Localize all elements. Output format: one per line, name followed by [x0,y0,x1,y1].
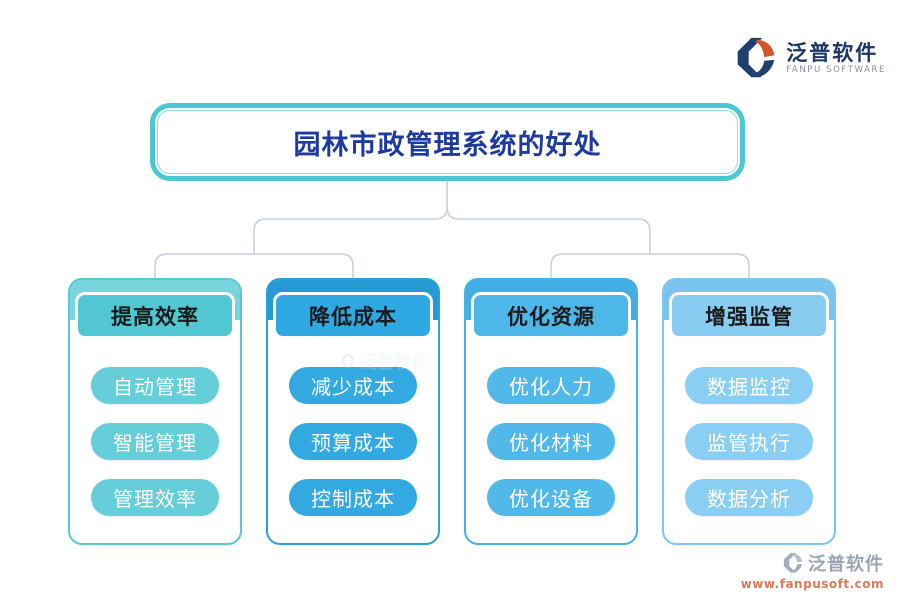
benefit-group-efficiency: 提高效率 自动管理 智能管理 管理效率 [68,278,242,545]
benefit-node: 智能管理 [91,423,219,460]
page-title: 园林市政管理系统的好处 [293,129,602,161]
benefit-node: 优化材料 [487,423,615,460]
group-header: 优化资源 [471,292,631,339]
group-header-label: 优化资源 [507,303,595,329]
group-header-label: 提高效率 [111,303,199,329]
footer-url: www.fanpusoft.com [740,577,884,591]
group-header-label: 降低成本 [309,303,397,329]
benefit-group-supervision: 增强监管 数据监控 监管执行 数据分析 [662,278,836,545]
brand-subtitle: FANPU SOFTWARE [786,64,886,75]
benefit-node: 管理效率 [91,479,219,516]
benefit-node: 优化设备 [487,479,615,516]
group-header: 提高效率 [75,292,235,339]
footer-watermark: 泛普软件 www.fanpusoft.com [741,550,884,591]
benefit-node: 控制成本 [289,479,417,516]
connector-right-l1 [446,181,651,255]
brand-name: 泛普软件 [786,40,879,65]
benefit-node: 数据分析 [685,479,813,516]
group-header-label: 增强监管 [705,303,793,329]
fanpu-logo-icon-gray [783,552,803,573]
benefit-node: 优化人力 [487,367,615,404]
footer-brand-name: 泛普软件 [808,554,884,575]
benefit-node: 数据监控 [685,367,813,404]
benefit-node: 减少成本 [289,367,417,404]
title-box: 园林市政管理系统的好处 [150,103,745,181]
benefit-group-resources: 优化资源 优化人力 优化材料 优化设备 [464,278,638,545]
group-header: 增强监管 [669,292,829,339]
connector-right-l2 [550,253,750,283]
benefit-group-cost: 降低成本 减少成本 预算成本 控制成本 [266,278,440,545]
benefit-node: 预算成本 [289,423,417,460]
benefit-node: 自动管理 [91,367,219,404]
benefit-node: 监管执行 [685,423,813,460]
group-header: 降低成本 [273,292,433,339]
brand-logo: 泛普软件 FANPU SOFTWARE [734,36,886,80]
connector-left-l2 [154,253,354,283]
connector-left-l1 [253,181,448,255]
fanpu-logo-icon [737,37,775,78]
